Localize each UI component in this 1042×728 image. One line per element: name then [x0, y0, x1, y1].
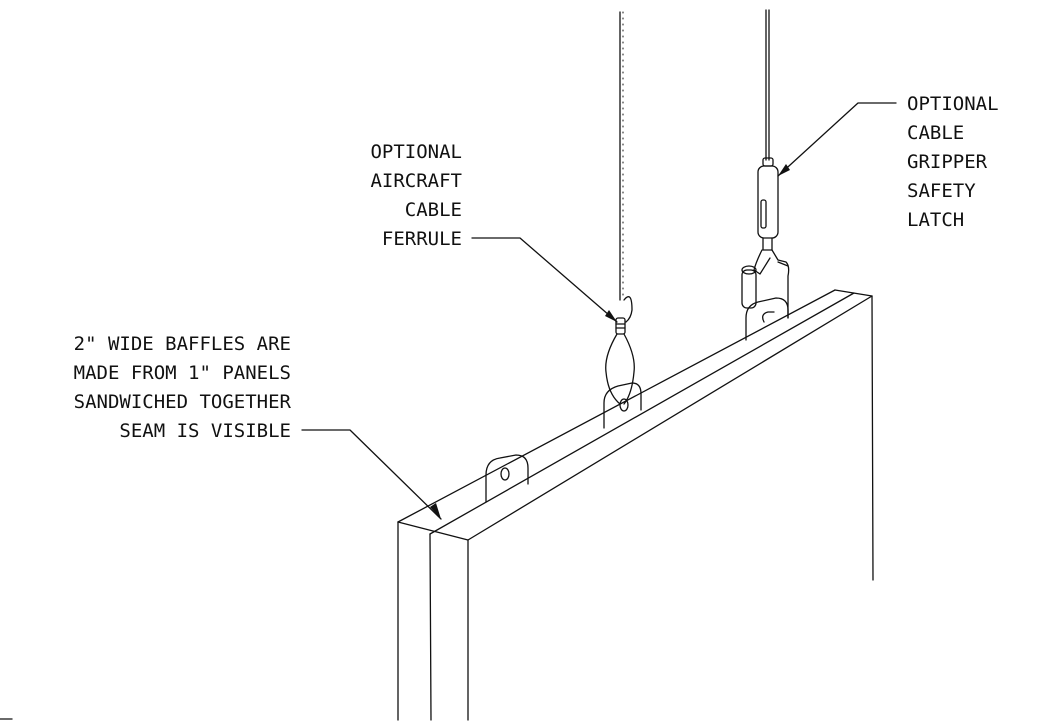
callout-ferrule-line-3: CABLE — [405, 199, 462, 221]
callout-seam-line-2: MADE FROM 1" PANELS — [74, 362, 291, 384]
ferrule-leader — [471, 237, 618, 323]
callout-gripper-line-2: CABLE — [907, 122, 964, 144]
ferrule-sleeve — [615, 317, 626, 335]
seam-arrow — [430, 503, 441, 519]
callout-gripper: OPTIONAL CABLE GRIPPER SAFETY LATCH — [907, 93, 999, 231]
gripper-body — [757, 165, 779, 239]
mounting-tab-right — [745, 297, 789, 341]
cable-gripper-assembly — [741, 9, 790, 319]
seam-leader — [301, 429, 442, 520]
mounting-tab-middle — [603, 382, 642, 429]
callout-ferrule-line-1: OPTIONAL — [370, 141, 462, 163]
aircraft-cable-ferrule-assembly — [605, 11, 635, 405]
leader-lines — [301, 102, 897, 520]
baffle-panel — [397, 289, 874, 721]
callout-gripper-line-4: SAFETY — [907, 180, 976, 202]
callout-ferrule: OPTIONAL AIRCRAFT CABLE FERRULE — [370, 141, 462, 250]
callout-seam-line-4: SEAM IS VISIBLE — [119, 420, 291, 442]
callout-seam-line-1: 2" WIDE BAFFLES ARE — [74, 333, 291, 355]
callout-gripper-line-3: GRIPPER — [907, 151, 988, 173]
callout-gripper-line-5: LATCH — [907, 209, 964, 231]
callout-gripper-line-1: OPTIONAL — [907, 93, 999, 115]
callout-ferrule-line-4: FERRULE — [382, 228, 462, 250]
gripper-leader — [777, 102, 897, 177]
callout-seam-line-3: SANDWICHED TOGETHER — [74, 391, 292, 413]
arrowheads — [430, 164, 790, 519]
seam-line — [429, 292, 855, 535]
gripper-arrow — [778, 164, 790, 176]
latch-hook — [753, 249, 771, 275]
callout-ferrule-line-2: AIRCRAFT — [370, 170, 462, 192]
callout-seam: 2" WIDE BAFFLES ARE MADE FROM 1" PANELS … — [74, 333, 292, 442]
ferrule-arrow — [605, 310, 617, 322]
mounting-tab-left — [485, 454, 529, 503]
